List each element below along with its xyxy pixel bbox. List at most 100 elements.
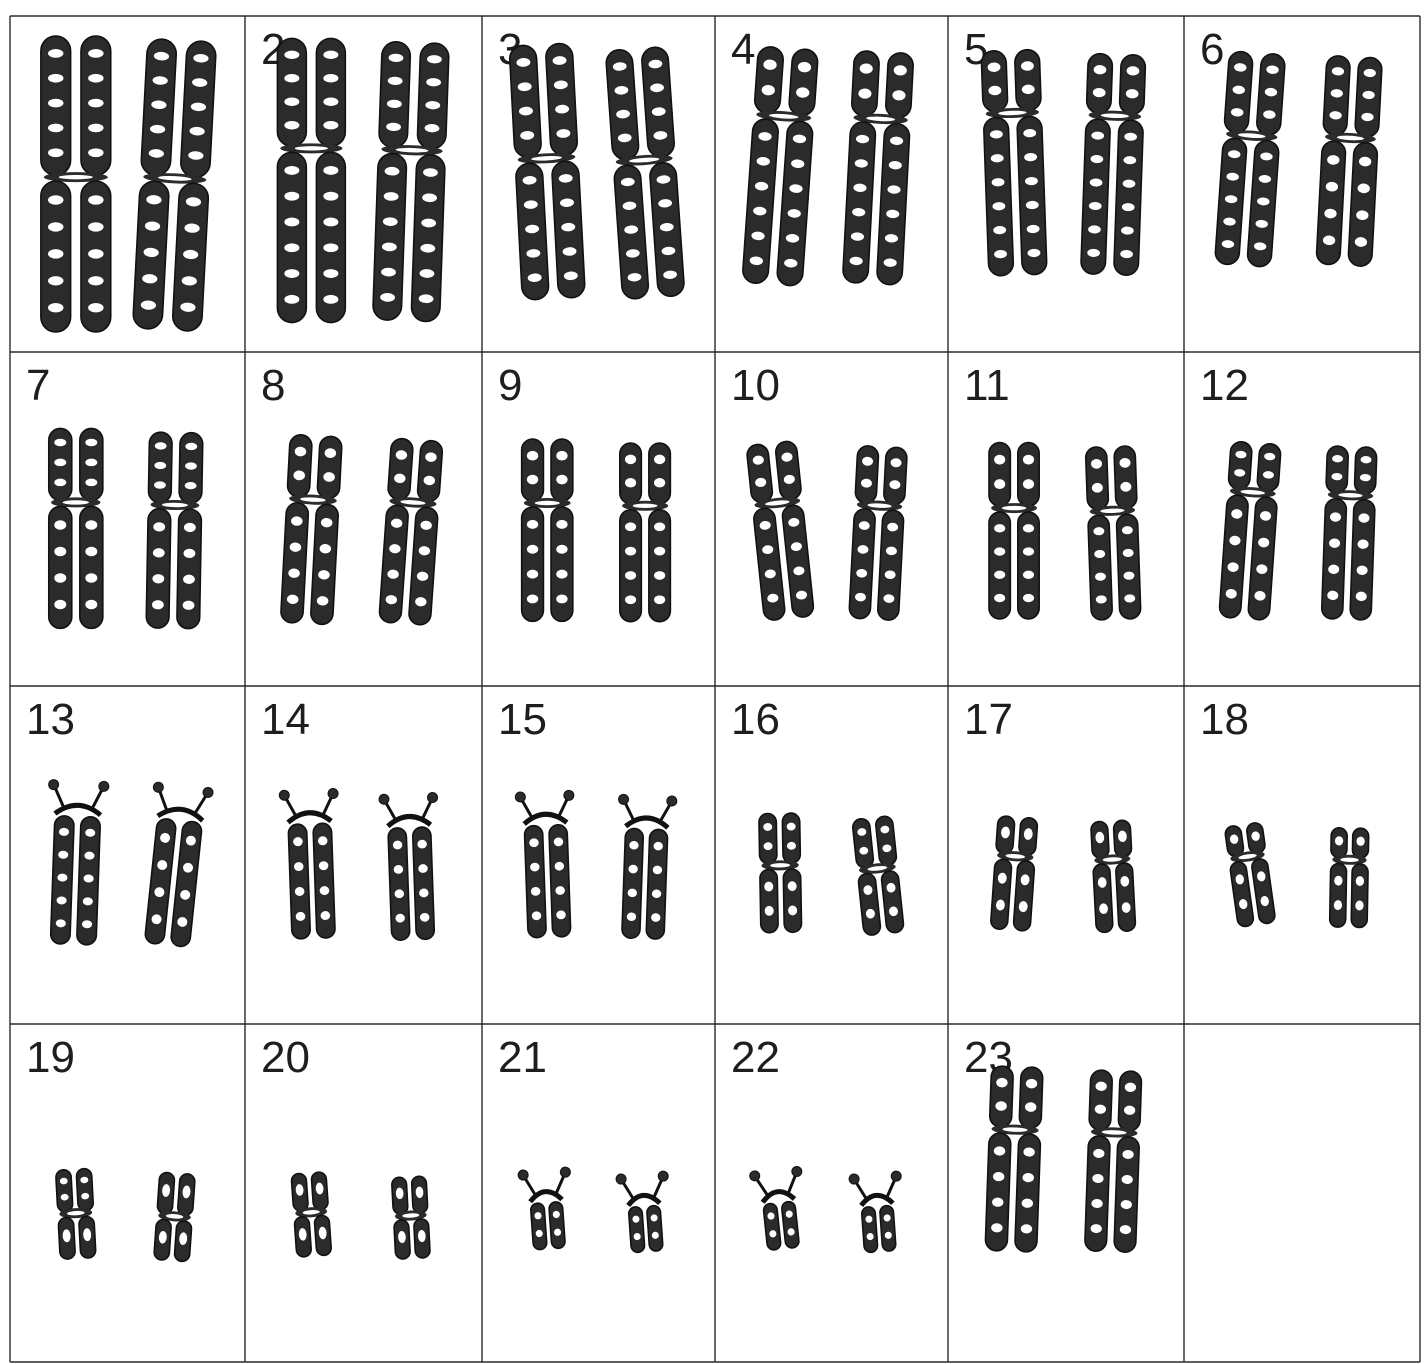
chromosome-band [994,547,1005,555]
chromatid [989,1066,1013,1128]
pair-number-label: 9 [498,361,522,410]
chromosome-band [654,478,665,487]
chromosome [1321,446,1377,620]
karyotype-cell: 13 [26,695,214,948]
chromosome-band [654,547,665,556]
chromosome-band [88,276,103,285]
satellite [518,1170,529,1181]
karyotype-grid [10,16,1420,1362]
chromosome-band [994,455,1005,465]
chromosome [616,1171,674,1254]
chromosome [620,443,671,622]
chromosome-band [527,475,538,485]
chromosome [1316,55,1382,266]
karyotype-cell: 18 [1200,695,1369,928]
chromatid [1014,49,1041,111]
karyotype-cell: 7 [26,361,203,629]
chromosome-band [284,269,299,278]
chromosome [518,1167,576,1251]
pair-number-label: 16 [731,695,780,744]
chromosome-band [85,520,97,530]
chromosome-band [284,243,299,252]
chromosome-band [85,459,97,466]
satellite [203,787,214,798]
chromatid [782,813,800,863]
satellite [618,794,628,804]
karyotype-cell: 12 [1200,361,1377,620]
karyotype-cell: 14 [261,695,442,941]
chromatid [522,439,544,501]
chromatid [1018,443,1039,507]
pair-number-label: 19 [26,1033,75,1082]
chromatid [549,1201,566,1248]
chromatid [1089,1070,1113,1130]
chromosome [849,1171,907,1254]
chromatid [1115,862,1135,931]
chromosome [379,438,443,626]
chromosome [146,432,203,629]
chromosome-band [85,439,97,446]
pair-number-label: 22 [731,1033,780,1082]
karyotype-cell: 3 [498,25,685,300]
satellite [667,796,677,806]
satellite [279,790,289,800]
chromatid [1119,54,1145,114]
satellite [564,790,574,800]
chromosome-band [625,478,636,487]
chromosome [154,1172,196,1262]
chromatid [883,447,907,505]
karyotype-cell: 2 [261,25,449,323]
chromatid [1013,860,1035,931]
chromosome-band [48,49,63,58]
chromatid [861,1207,878,1253]
chromosome-band [654,571,665,580]
chromosome-band [556,475,567,485]
chromosome-band [284,51,299,59]
karyotype-cell: 15 [498,695,677,940]
pair-number-label: 14 [261,695,310,744]
chromosome [277,38,345,322]
chromatid [989,443,1010,507]
chromosome-band [994,594,1005,602]
karyotype-cell: 17 [964,695,1136,933]
chromosome-band [625,547,636,556]
satellite [560,1167,571,1178]
chromosome [1330,828,1369,928]
chromosome-band [54,573,66,583]
centromere-notch [295,146,328,150]
chromosome-band [48,249,63,258]
chromosome-band [48,148,63,157]
chromosome-band [284,166,299,175]
chromosome-band [88,222,103,231]
chromosome-band [654,522,665,531]
satellite [427,792,437,802]
chromosome-band [88,49,103,58]
satellite [99,781,109,791]
chromosome-band [54,600,66,610]
pair-number-label: 12 [1200,361,1249,410]
chromatid [981,50,1008,112]
chromosome-band [527,570,538,579]
satellite [749,1170,760,1181]
chromosome-band [54,520,66,530]
pair-number-label: 21 [498,1033,547,1082]
chromosome-band [323,121,338,129]
chromatid [885,52,914,118]
chromosome [1224,822,1276,928]
chromosome-band [88,148,103,157]
chromatid [1326,446,1349,493]
chromosome-band [54,547,66,557]
chromosome [985,1066,1043,1252]
karyotype-cell: 11 [964,361,1141,620]
chromosome-band [88,303,103,312]
satellite [891,1171,902,1182]
chromatid [775,440,802,500]
karyotype-cell: 23 [964,1033,1142,1253]
chromosome-band [88,74,103,83]
chromatid [620,443,642,504]
chromatid [851,50,880,116]
chromosome [759,813,802,933]
chromosome [137,782,213,948]
satellite [616,1174,627,1185]
karyotype-cell: 16 [731,695,904,936]
